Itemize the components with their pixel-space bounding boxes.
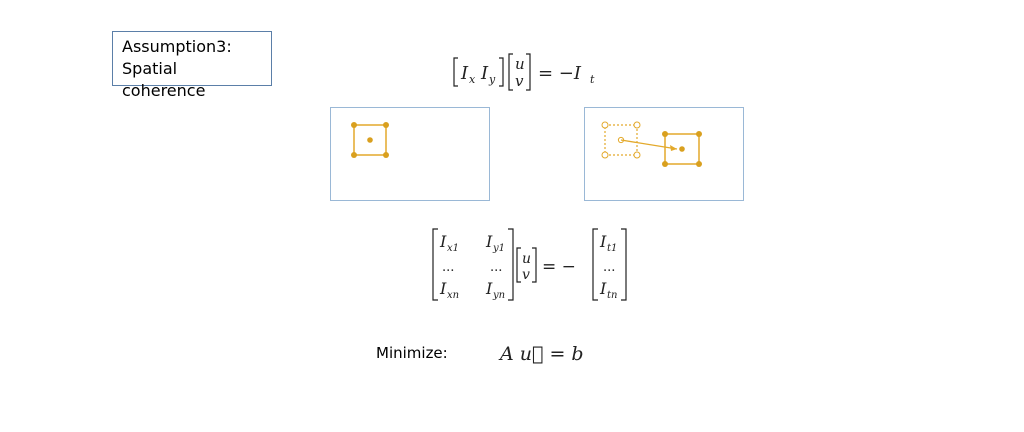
patch-corner-hollow	[633, 151, 641, 159]
patch-corner-dot	[351, 122, 357, 128]
patch-corner-dot	[696, 131, 702, 137]
svg-text:xn: xn	[447, 290, 459, 301]
svg-text:y: y	[488, 73, 496, 86]
svg-text:v: v	[522, 267, 530, 283]
svg-text:u: u	[522, 251, 531, 267]
frame-t-plus-1	[584, 107, 744, 201]
svg-text:u: u	[515, 55, 525, 73]
patch-corner-dot	[662, 161, 668, 167]
svg-text:...: ...	[603, 260, 615, 275]
svg-text:tn: tn	[607, 290, 617, 301]
svg-text:I: I	[439, 232, 447, 251]
svg-text:yn: yn	[492, 290, 505, 301]
svg-text:t1: t1	[607, 243, 617, 254]
assumption-title: Assumption3:	[122, 37, 232, 56]
svg-text:I: I	[460, 63, 469, 84]
svg-text:x: x	[469, 73, 476, 86]
patch-square-current	[664, 133, 700, 165]
svg-text:I: I	[599, 279, 607, 298]
patch-corner-dot	[696, 161, 702, 167]
svg-text:I: I	[599, 232, 607, 251]
assumption-box: Assumption3: Spatial coherence	[112, 31, 272, 100]
svg-text:v: v	[515, 72, 524, 90]
patch-corner-dot	[662, 131, 668, 137]
motion-arrowhead	[670, 145, 677, 151]
patch-corner-hollow	[601, 121, 609, 129]
patch-square	[353, 124, 387, 156]
patch-center-dot	[367, 137, 373, 143]
patch-corner-dot	[383, 122, 389, 128]
patch-square-previous	[604, 124, 638, 156]
patch-diagram-left	[351, 122, 389, 158]
least-squares-equation: A u⃗ = b	[500, 343, 584, 365]
patch-corner-hollow	[601, 151, 609, 159]
patch-corner-hollow	[633, 121, 641, 129]
svg-text:y1: y1	[492, 243, 505, 254]
svg-text:...: ...	[442, 260, 454, 275]
svg-text:= −: = −	[542, 257, 576, 277]
svg-text:I: I	[485, 279, 493, 298]
patch-center-dot	[679, 146, 685, 152]
svg-text:t: t	[590, 73, 595, 86]
svg-text:I: I	[480, 63, 489, 84]
minimize-label: Minimize:	[376, 344, 448, 362]
motion-vector	[620, 139, 678, 150]
patch-corner-dot	[351, 152, 357, 158]
brightness-constancy-equation: I x I y u v = −I t	[453, 53, 595, 91]
svg-text:= −I: = −I	[538, 63, 582, 84]
svg-text:I: I	[485, 232, 493, 251]
assumption-name: Spatial coherence	[122, 59, 206, 100]
patch-corner-dot	[383, 152, 389, 158]
svg-text:...: ...	[490, 260, 502, 275]
frame-t	[330, 107, 490, 201]
svg-text:I: I	[439, 279, 447, 298]
patch-diagram-right	[601, 121, 702, 167]
matrix-system-equation: I x1 I y1 ... ... I xn I yn u v = − I t1…	[432, 228, 627, 301]
svg-text:x1: x1	[447, 243, 459, 254]
